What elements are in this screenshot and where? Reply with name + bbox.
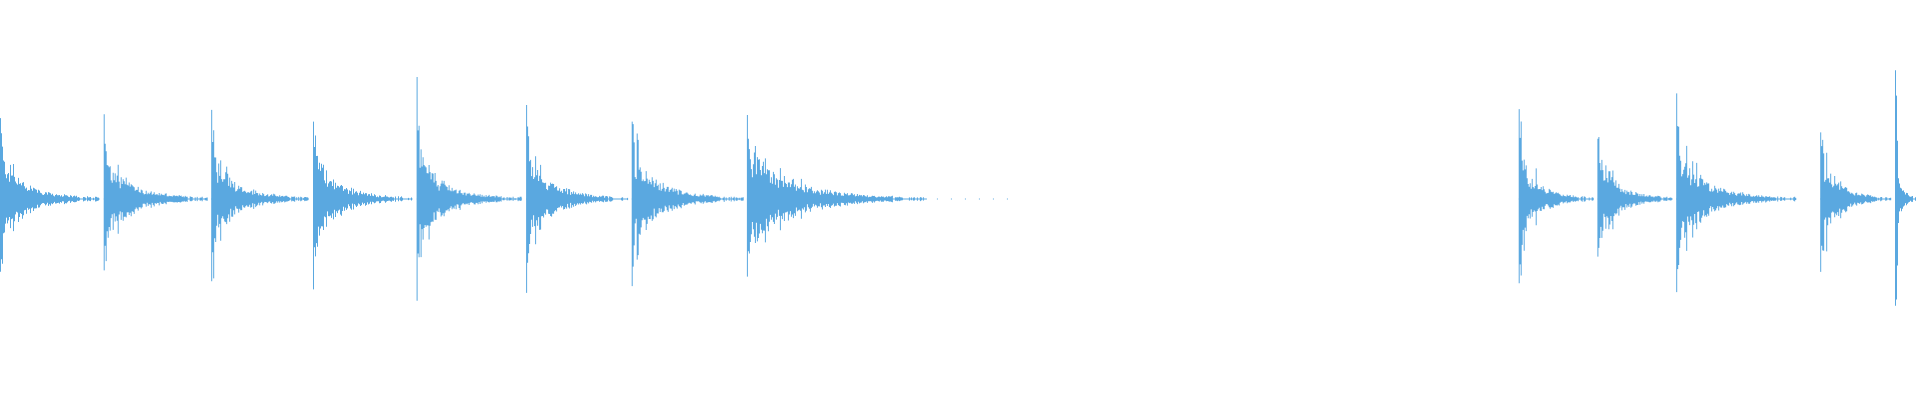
transient-8	[746, 115, 1008, 277]
transient-layer	[0, 70, 1916, 306]
transient-9	[1518, 109, 1594, 284]
transient-13	[1895, 70, 1916, 306]
transient-2-samples	[103, 114, 208, 271]
transient-12-samples	[1820, 132, 1892, 272]
transient-7-samples	[631, 121, 744, 287]
transient-3-samples	[211, 109, 309, 282]
transient-10	[1597, 137, 1673, 257]
transient-4-samples	[313, 121, 412, 290]
transient-5-samples	[416, 77, 522, 301]
transient-3	[211, 109, 309, 282]
transient-7	[631, 121, 744, 287]
transient-1-samples	[0, 118, 99, 272]
transient-2	[103, 114, 208, 271]
transient-4	[313, 121, 413, 290]
transient-1	[0, 118, 100, 272]
transient-8-samples	[746, 115, 924, 277]
transient-11-samples	[1676, 93, 1797, 293]
transient-13-samples	[1895, 70, 1916, 306]
transient-6	[526, 105, 629, 293]
transient-11	[1676, 93, 1797, 293]
transient-9-samples	[1518, 109, 1594, 284]
transient-12	[1820, 132, 1892, 272]
transient-10-samples	[1597, 137, 1673, 257]
transient-5	[416, 77, 523, 301]
